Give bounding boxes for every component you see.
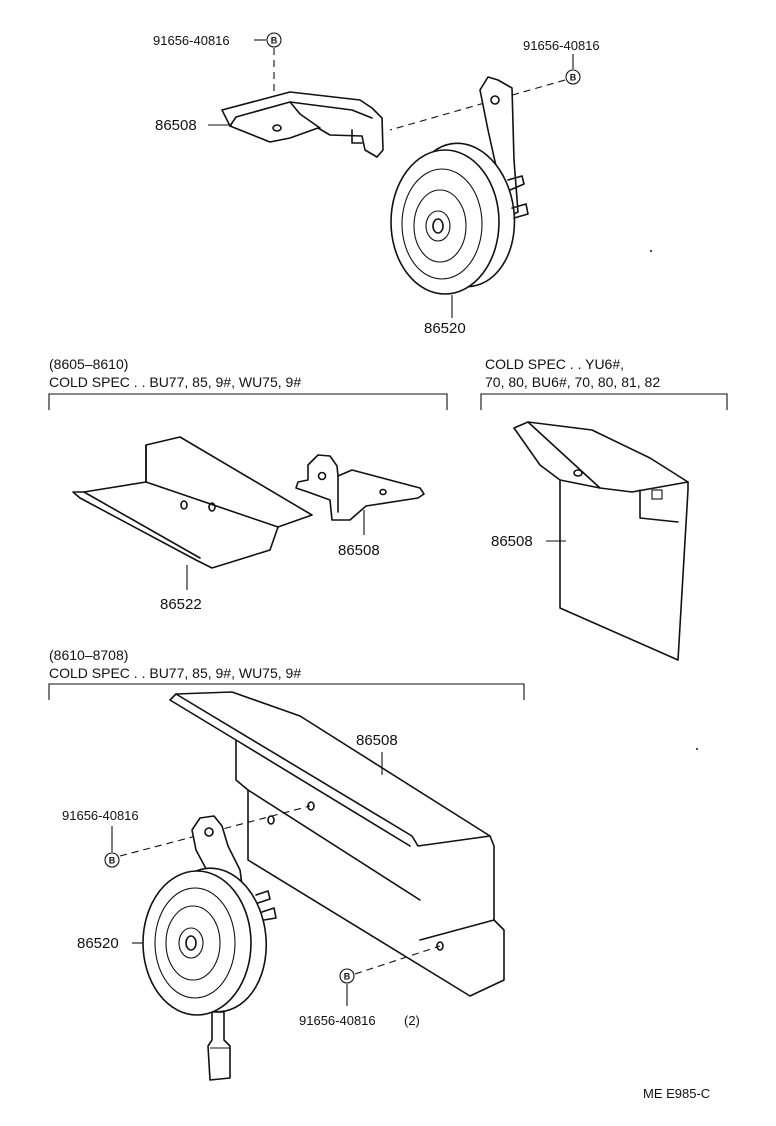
section-c-bracket-label: 86508 <box>356 732 398 749</box>
section-a-bracket-line <box>48 393 448 410</box>
section-a: (8605–8610) COLD SPEC . . BU77, 85, 9#, … <box>48 356 448 613</box>
section-c-horn-label: 86520 <box>77 935 119 952</box>
section-c-bolt2-dashline <box>354 945 441 975</box>
top-horn-label: 86520 <box>424 320 466 337</box>
section-b: COLD SPEC . . YU6#, 70, 80, BU6#, 70, 80… <box>480 356 728 661</box>
section-a-plate-86522 <box>72 436 313 569</box>
section-b-bracket-line <box>480 393 728 410</box>
section-c-bracket-line <box>48 683 525 700</box>
section-a-date-range: (8605–8610) <box>49 356 128 372</box>
section-c-spec: COLD SPEC . . BU77, 85, 9#, WU75, 9# <box>49 665 301 681</box>
section-a-plate-label: 86522 <box>160 596 202 613</box>
section-a-bracket-label: 86508 <box>338 542 380 559</box>
svg-text:B: B <box>109 856 116 866</box>
section-c: (8610–8708) COLD SPEC . . BU77, 85, 9#, … <box>48 647 525 1081</box>
section-c-bolt1-label: 91656-40816 <box>62 808 139 823</box>
top-bracket-label: 86508 <box>155 117 197 134</box>
svg-text:B: B <box>344 972 351 982</box>
top-bolt2-marker: B <box>565 69 581 85</box>
section-c-bolt2-marker: B <box>339 968 355 984</box>
section-b-spec-line2: 70, 80, BU6#, 70, 80, 81, 82 <box>485 374 660 390</box>
svg-text:B: B <box>570 73 577 83</box>
section-b-spec-line1: COLD SPEC . . YU6#, <box>485 356 624 372</box>
top-bolt2-dashline <box>389 79 566 131</box>
section-a-bracket-86508 <box>295 454 425 521</box>
top-bolt1-label: 91656-40816 <box>153 33 230 48</box>
section-c-horn-86520 <box>142 815 277 1081</box>
section-b-bracket-86508 <box>513 421 689 661</box>
diagram-code: ME E985-C <box>643 1086 710 1101</box>
top-bracket-86508 <box>221 91 384 158</box>
top-horn-86520 <box>390 76 529 295</box>
svg-text:B: B <box>271 36 278 46</box>
speck <box>650 250 652 252</box>
section-c-bolt1-marker: B <box>104 852 120 868</box>
top-assembly: 91656-40816 B 91656-40816 B 86508 <box>153 32 600 337</box>
section-b-bracket-label: 86508 <box>491 533 533 550</box>
section-a-spec: COLD SPEC . . BU77, 85, 9#, WU75, 9# <box>49 374 301 390</box>
top-bolt2-label: 91656-40816 <box>523 38 600 53</box>
section-c-bolt2-qty: (2) <box>404 1013 420 1028</box>
section-c-bracket-86508 <box>169 691 505 997</box>
section-c-bolt2-label: 91656-40816 <box>299 1013 376 1028</box>
speck <box>696 748 698 750</box>
top-bolt1-marker: B <box>266 32 282 48</box>
section-c-date-range: (8610–8708) <box>49 647 128 663</box>
